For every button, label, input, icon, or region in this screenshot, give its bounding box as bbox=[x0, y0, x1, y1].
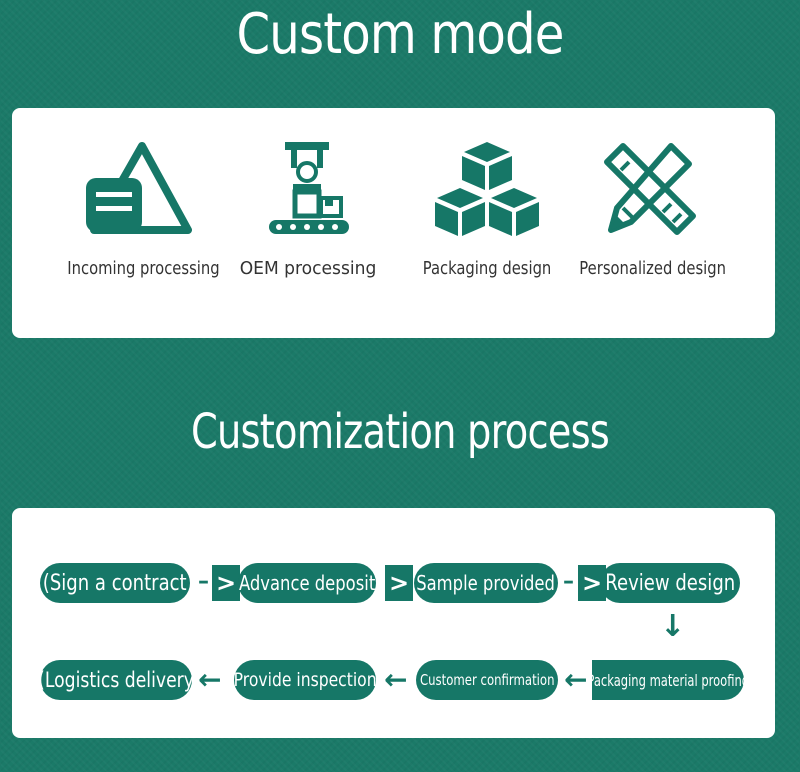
arrow-left-icon: ← bbox=[564, 663, 588, 696]
arrow-left-icon: ← bbox=[198, 663, 222, 696]
step-provide-inspection: Provide inspection bbox=[234, 660, 376, 700]
step-review-design: Review design bbox=[600, 563, 740, 603]
arrow-right-icon: > bbox=[385, 565, 413, 601]
step-customer-confirmation: Customer confirmation bbox=[416, 660, 558, 700]
arrow-right-icon: > bbox=[212, 565, 240, 601]
pencil-ruler-icon bbox=[604, 143, 696, 235]
arrow-dash: – bbox=[198, 569, 209, 594]
mode-packaging-design: Packaging design bbox=[402, 140, 572, 279]
factory-robot-arm-icon bbox=[269, 142, 349, 234]
stacked-boxes-icon bbox=[435, 142, 539, 236]
mode-oem-processing: OEM processing bbox=[223, 140, 393, 279]
customization-process-title: Customization process bbox=[191, 404, 610, 460]
mode-label: Personalized design bbox=[579, 258, 727, 279]
mode-label: OEM processing bbox=[239, 258, 377, 279]
mode-incoming-processing: Incoming processing bbox=[52, 140, 222, 279]
arrow-down-icon: ↓ bbox=[660, 609, 686, 644]
arrow-dash: – bbox=[563, 569, 574, 594]
arrow-left-icon: ← bbox=[384, 663, 408, 696]
step-sample-provided: Sample provided bbox=[414, 563, 558, 603]
custom-mode-title: Custom mode bbox=[236, 2, 565, 67]
step-packaging-material-proofing: Packaging material proofing bbox=[587, 660, 749, 700]
step-sign-contract: (Sign a contract bbox=[40, 563, 190, 603]
step-advance-deposit: Advance deposit bbox=[238, 563, 376, 603]
mode-label: Incoming processing bbox=[67, 258, 220, 279]
mode-personalized-design: Personalized design bbox=[564, 140, 734, 279]
warehouse-icon bbox=[86, 142, 192, 234]
mode-label: Packaging design bbox=[422, 258, 552, 279]
step-logistics-delivery: (Logistics delivery bbox=[38, 660, 194, 700]
